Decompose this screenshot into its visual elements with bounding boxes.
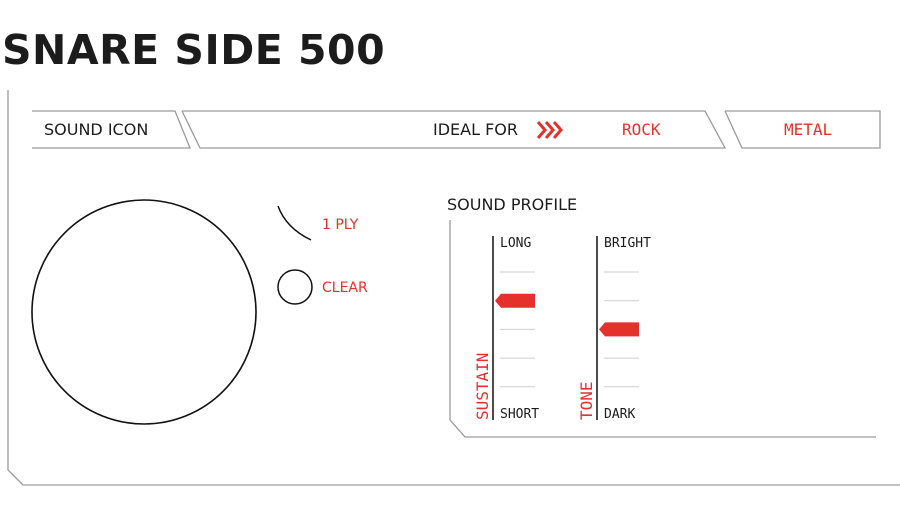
circle-outline-icon — [277, 269, 313, 305]
tone-top-label: BRIGHT — [604, 236, 651, 251]
triple-chevron-right-icon — [536, 121, 563, 139]
tone-scale — [596, 236, 639, 420]
tone-bottom-label: DARK — [604, 407, 636, 422]
sound-icon-label: SOUND ICON — [44, 120, 149, 139]
ideal-for-label: IDEAL FOR — [433, 120, 519, 139]
sustain-top-label: LONG — [500, 236, 532, 251]
sustain-bottom-label: SHORT — [500, 407, 540, 422]
ply-arc-icon — [277, 205, 312, 241]
genre-rock: ROCK — [622, 120, 661, 139]
tone-level-marker — [599, 322, 639, 337]
sound-profile-title: SOUND PROFILE — [447, 195, 578, 214]
product-title: SNARE SIDE 500 — [2, 26, 386, 74]
sustain-level-marker — [495, 293, 535, 308]
sustain-axis-label: SUSTAIN — [473, 352, 492, 420]
ply-label: 1 PLY — [322, 217, 359, 233]
finish-label: CLEAR — [322, 280, 368, 296]
drum-shell-icon — [31, 199, 257, 425]
tone-axis-label: TONE — [577, 381, 596, 420]
genre-metal: METAL — [784, 120, 833, 139]
sustain-scale — [492, 236, 535, 420]
